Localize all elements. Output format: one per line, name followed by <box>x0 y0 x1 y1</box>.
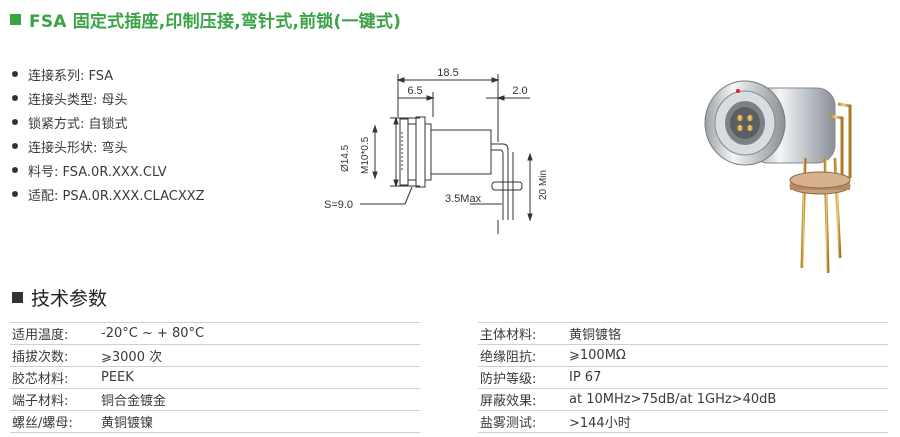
table-row: 盐雾测试:>144小时 <box>478 410 888 433</box>
dim-left-label: 6.5 <box>407 85 422 97</box>
page-title: FSA 固定式插座,印制压接,弯针式,前锁(一键式) <box>10 6 401 32</box>
list-item: 连接头类型: 母头 <box>12 86 205 110</box>
section-title-text: 技术参数 <box>31 287 108 310</box>
section-square-icon <box>12 291 23 303</box>
dim-diameter-label: Ø14.5 <box>340 144 351 172</box>
bullet-icon <box>12 143 18 149</box>
connector-photo <box>704 80 852 274</box>
table-row: 主体材料:黄铜镀铬 <box>478 322 888 344</box>
bullet-icon <box>12 191 18 197</box>
spec-table-right: 主体材料:黄铜镀铬 绝缘阻抗:⩾100MΩ 防护等级:IP 67 屏蔽效果:at… <box>478 322 888 433</box>
page-title-text: FSA 固定式插座,印制压接,弯针式,前锁(一键式) <box>29 11 402 32</box>
list-item: 锁紧方式: 自锁式 <box>12 110 205 134</box>
table-row: 插拔次数:⩾3000 次 <box>10 344 420 366</box>
table-row: 绝缘阻抗:⩾100MΩ <box>478 344 888 366</box>
dim-total-label: 18.5 <box>437 67 458 79</box>
dim-min-label: 20 Min <box>538 170 549 200</box>
table-row: 端子材料:铜合金镀金 <box>10 388 420 410</box>
table-row: 防护等级:IP 67 <box>478 366 888 388</box>
dim-max-label: 3.5Max <box>445 193 482 205</box>
list-item: 料号: FSA.0R.XXX.CLV <box>12 158 205 182</box>
feature-list: 连接系列: FSA 连接头类型: 母头 锁紧方式: 自锁式 连接头形状: 弯头 … <box>12 62 205 206</box>
dim-right-label: 2.0 <box>512 85 527 97</box>
table-row: 屏蔽效果:at 10MHz>75dB/at 1GHz>40dB <box>478 388 888 410</box>
technical-drawing: 18.5 6.5 2.0 Ø14.5 M10*0.5 S=9.0 3.5Max … <box>324 67 549 234</box>
dim-s-label: S=9.0 <box>324 199 353 211</box>
list-item: 连接头形状: 弯头 <box>12 134 205 158</box>
list-item: 适配: PSA.0R.XXX.CLACXXZ <box>12 182 205 206</box>
title-square-icon <box>10 13 21 25</box>
bullet-icon <box>12 167 18 173</box>
section-title: 技术参数 <box>12 284 107 310</box>
table-row: 适用温度:-20°C ~ + 80°C <box>10 322 420 344</box>
bullet-icon <box>12 95 18 101</box>
table-row: 螺丝/螺母:黄铜镀镍 <box>10 410 420 433</box>
spec-table-left: 适用温度:-20°C ~ + 80°C 插拔次数:⩾3000 次 胶芯材料:PE… <box>10 322 420 433</box>
dim-thread-label: M10*0.5 <box>360 136 371 174</box>
table-row: 胶芯材料:PEEK <box>10 366 420 388</box>
bullet-icon <box>12 119 18 125</box>
list-item: 连接系列: FSA <box>12 62 205 86</box>
bullet-icon <box>12 71 18 77</box>
